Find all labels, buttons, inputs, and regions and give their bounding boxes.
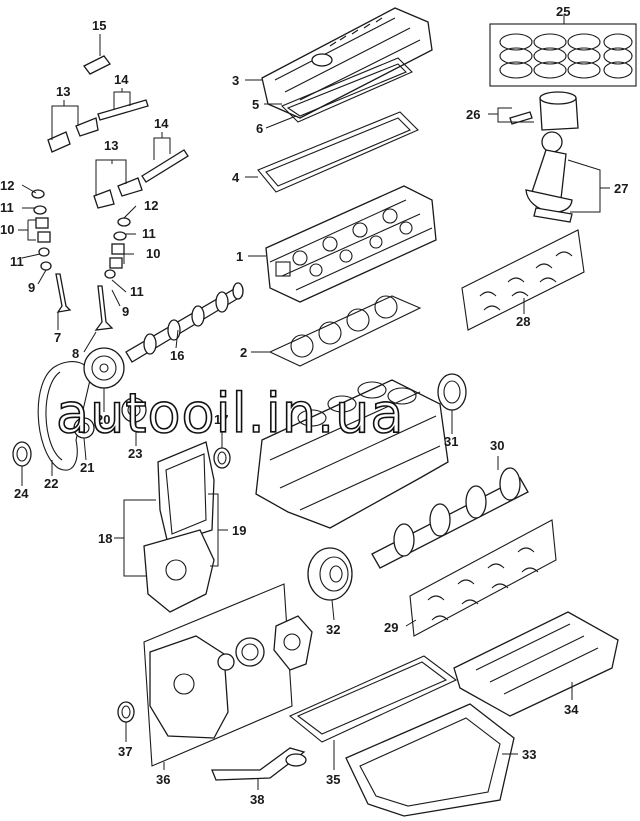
timing-cover-upper — [157, 441, 215, 545]
callout-20: 20 — [96, 412, 110, 427]
rear-main-seal — [437, 373, 467, 411]
callout-8: 8 — [72, 346, 79, 361]
callout-11-left-bottom: 11 — [10, 254, 24, 269]
callout-7: 7 — [54, 330, 61, 345]
oil-pump-cover — [273, 615, 313, 671]
callout-11-left-top: 11 — [0, 200, 14, 215]
callout-18: 18 — [98, 531, 112, 546]
callout-5: 5 — [252, 97, 259, 112]
rod-bearings-set — [461, 229, 585, 331]
callout-35: 35 — [326, 772, 340, 787]
valve-springs-right — [104, 217, 131, 279]
callout-21: 21 — [80, 460, 94, 475]
cam-seal — [213, 447, 231, 469]
valve-cover-gasket — [281, 57, 413, 123]
oil-pump-gear — [217, 637, 265, 671]
rocker-arm — [83, 55, 111, 75]
callout-11-right-top: 11 — [142, 226, 156, 241]
callout-13-upper: 13 — [56, 84, 70, 99]
callout-6: 6 — [256, 121, 263, 136]
oil-pump-seal — [117, 701, 135, 723]
callout-26: 26 — [466, 107, 480, 122]
crankshaft-pulley — [307, 547, 353, 601]
callout-12-right: 12 — [144, 198, 158, 213]
cam-sprocket — [83, 347, 125, 389]
timing-cover-lower — [143, 529, 215, 613]
callout-22: 22 — [44, 476, 58, 491]
connecting-rod — [525, 131, 573, 223]
callout-labels: 15 14 13 14 13 12 11 10 11 9 12 11 10 11… — [0, 4, 628, 807]
callout-9-left: 9 — [28, 280, 35, 295]
callout-37: 37 — [118, 744, 132, 759]
crankshaft — [371, 467, 529, 569]
callout-11-right-bottom: 11 — [130, 284, 144, 299]
callout-19: 19 — [232, 523, 246, 538]
callout-27: 27 — [614, 181, 628, 196]
cam-carrier-gasket — [257, 111, 419, 193]
callout-14-upper: 14 — [114, 72, 129, 87]
callout-36: 36 — [156, 772, 170, 787]
callout-14-lower: 14 — [154, 116, 169, 131]
callout-12-left: 12 — [0, 178, 14, 193]
callout-3: 3 — [232, 73, 239, 88]
tensioner-pulley — [121, 397, 147, 423]
main-bearings-set — [409, 519, 557, 637]
oil-pump-housing — [149, 635, 229, 739]
callout-1: 1 — [236, 249, 243, 264]
callout-23: 23 — [128, 446, 142, 461]
piston — [509, 91, 579, 131]
intake-valve — [55, 273, 72, 313]
callout-29: 29 — [384, 620, 398, 635]
callout-2: 2 — [240, 345, 247, 360]
exhaust-valve — [94, 285, 114, 331]
callout-33: 33 — [522, 747, 536, 762]
callout-34: 34 — [564, 702, 579, 717]
callout-38: 38 — [250, 792, 264, 807]
front-case-box — [143, 583, 293, 767]
piston-rings-set — [489, 23, 637, 87]
leader-lines — [18, 14, 610, 790]
callout-13-lower: 13 — [104, 138, 118, 153]
engine-block — [255, 379, 449, 529]
callout-15: 15 — [92, 18, 106, 33]
callout-25: 25 — [556, 4, 570, 19]
head-gasket — [268, 295, 422, 367]
oil-pan-baffle — [453, 611, 619, 717]
oil-pan — [345, 703, 515, 817]
callout-30: 30 — [490, 438, 504, 453]
callout-17: 17 — [214, 412, 228, 427]
callout-4: 4 — [232, 170, 240, 185]
valve-springs-left — [31, 189, 52, 271]
callout-24: 24 — [14, 486, 29, 501]
callout-16: 16 — [170, 348, 184, 363]
valve-cover — [261, 7, 433, 119]
callout-28: 28 — [516, 314, 530, 329]
callout-10-right: 10 — [146, 246, 160, 261]
rocker-arms — [47, 117, 143, 209]
callout-9-right: 9 — [122, 304, 129, 319]
timing-belt — [37, 361, 91, 471]
front-seal — [12, 441, 32, 467]
watermark: autooil.in.ua — [56, 382, 404, 445]
oil-pan-gasket — [288, 655, 458, 743]
cylinder-head — [265, 185, 437, 303]
rocker-shaft — [97, 99, 189, 183]
callout-32: 32 — [326, 622, 340, 637]
oil-strainer — [211, 747, 307, 781]
callout-10-left: 10 — [0, 222, 14, 237]
callout-31: 31 — [444, 434, 458, 449]
